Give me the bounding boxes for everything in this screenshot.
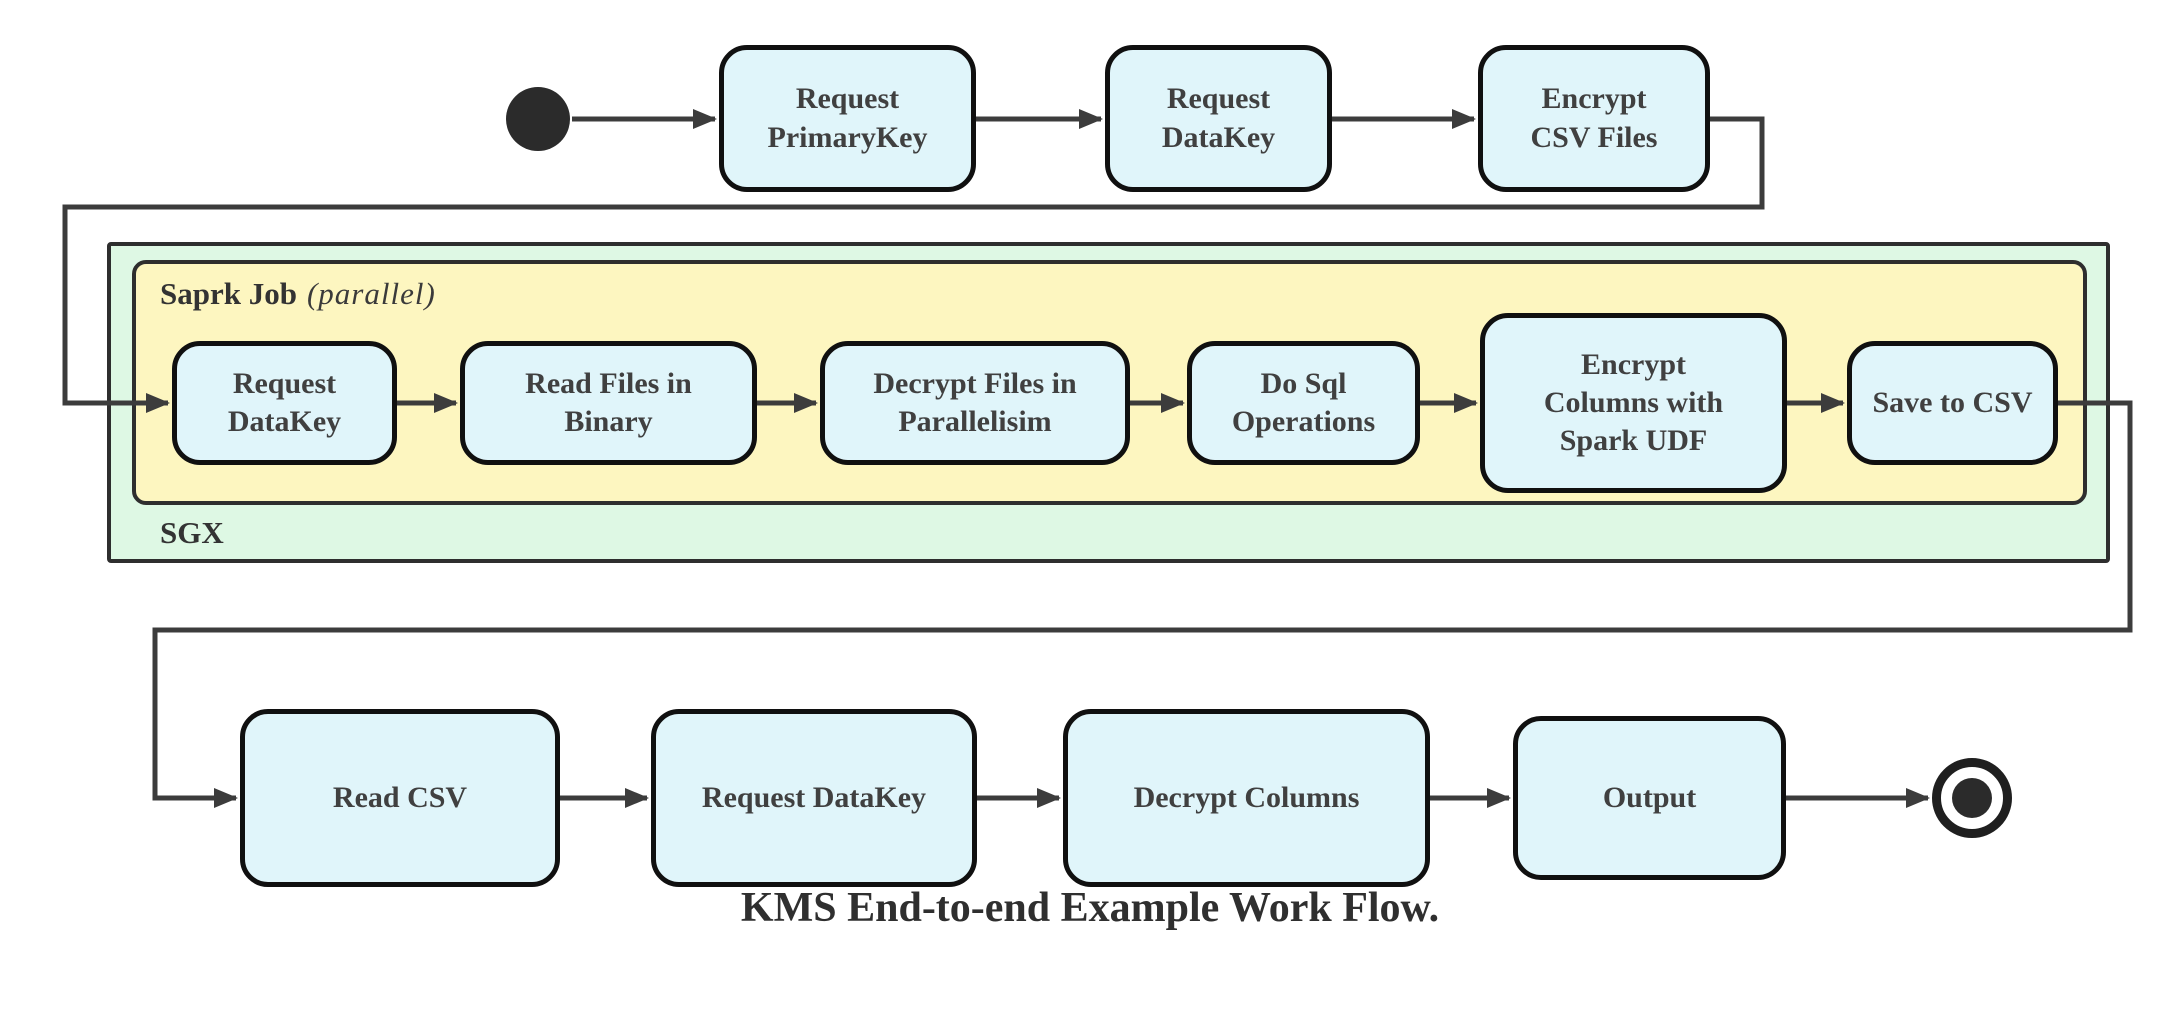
- node-request-primarykey: Request PrimaryKey: [719, 45, 976, 192]
- node-label: Request DataKey: [1161, 82, 1276, 154]
- node-label: Encrypt CSV Files: [1530, 82, 1658, 154]
- node-request-datakey-bottom: Request DataKey: [651, 709, 977, 887]
- spark-job-parallel-annotation: (parallel): [306, 276, 436, 311]
- node-label: Encrypt Columns with Spark UDF: [1543, 347, 1724, 458]
- node-label: Read CSV: [332, 780, 468, 814]
- spark-job-label: Saprk Job (parallel): [160, 276, 436, 312]
- node-label: Request DataKey: [227, 366, 342, 438]
- node-label: Decrypt Files in Parallelisim: [873, 366, 1077, 438]
- sgx-label-text: SGX: [160, 515, 224, 550]
- final-state-icon: [1932, 758, 2012, 838]
- node-label: Save to CSV: [1872, 385, 2033, 419]
- node-label: Do Sql Operations: [1231, 366, 1376, 438]
- node-label: Output: [1602, 780, 1697, 814]
- node-label: Read Files in Binary: [525, 366, 692, 438]
- node-request-datakey-top: Request DataKey: [1105, 45, 1332, 192]
- node-decrypt-files-in-parallelisim: Decrypt Files in Parallelisim: [820, 341, 1130, 465]
- diagram-caption: KMS End-to-end Example Work Flow.: [740, 885, 1440, 931]
- node-output: Output: [1513, 716, 1786, 880]
- node-label: Decrypt Columns: [1133, 780, 1360, 814]
- start-state-icon: [506, 87, 570, 151]
- spark-job-label-text: Saprk Job: [160, 276, 297, 311]
- sgx-label: SGX: [160, 515, 224, 551]
- node-save-to-csv: Save to CSV: [1847, 341, 2058, 465]
- node-encrypt-columns-with-spark-udf: Encrypt Columns with Spark UDF: [1480, 313, 1787, 493]
- node-decrypt-columns: Decrypt Columns: [1063, 709, 1430, 887]
- node-do-sql-operations: Do Sql Operations: [1187, 341, 1420, 465]
- final-state-dot-icon: [1952, 778, 1992, 818]
- edge-save-csv-to-read-csv: [152, 400, 2133, 808]
- edge-encrypt-csv-files-to-sgx-request-datakey: [62, 116, 1765, 413]
- node-read-files-in-binary: Read Files in Binary: [460, 341, 757, 465]
- node-read-csv: Read CSV: [240, 709, 560, 887]
- node-label: Request PrimaryKey: [767, 82, 928, 154]
- node-request-datakey-middle: Request DataKey: [172, 341, 397, 465]
- node-encrypt-csv-files: Encrypt CSV Files: [1478, 45, 1710, 192]
- node-label: Request DataKey: [701, 780, 927, 814]
